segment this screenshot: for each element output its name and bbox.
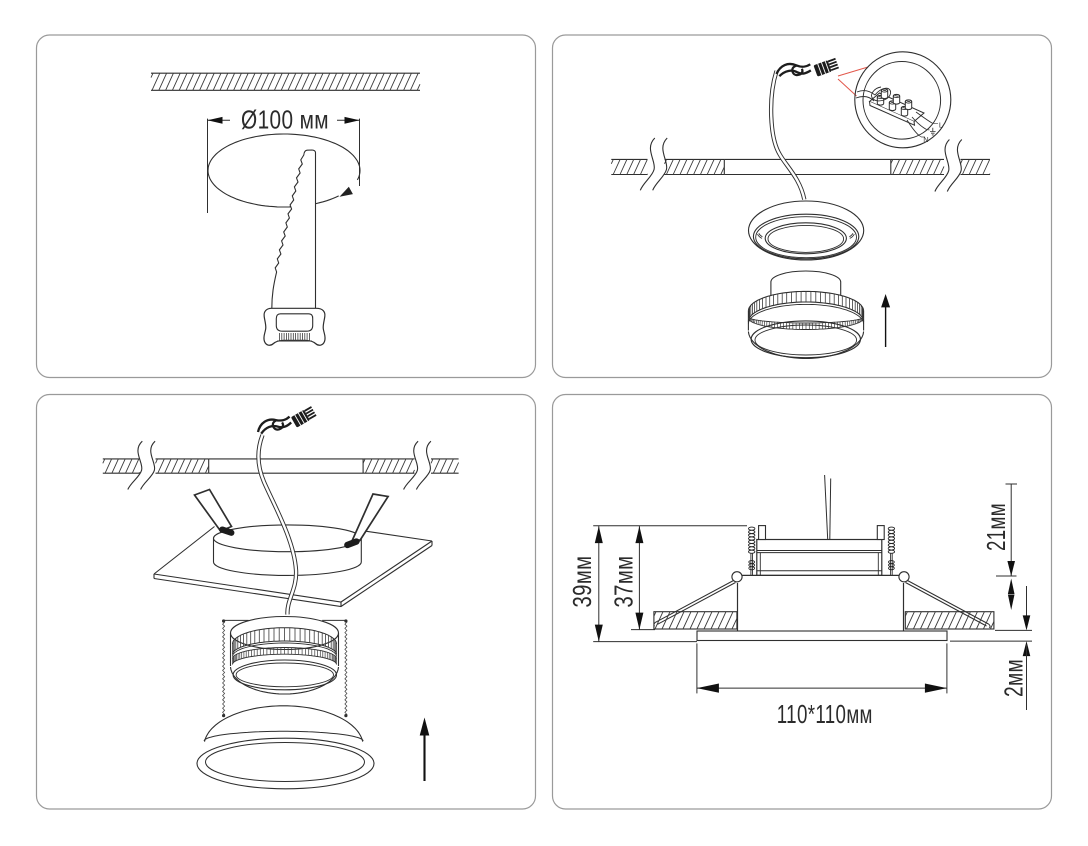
svg-text:37мм: 37мм	[608, 556, 638, 608]
svg-text:Ø100 мм: Ø100 мм	[241, 105, 329, 135]
svg-text:21мм: 21мм	[981, 503, 1011, 551]
svg-text:39мм: 39мм	[567, 556, 597, 608]
svg-text:N: N	[923, 135, 928, 144]
svg-text:2мм: 2мм	[999, 659, 1029, 697]
svg-text:110*110мм: 110*110мм	[777, 699, 873, 729]
svg-text:L: L	[939, 121, 943, 130]
